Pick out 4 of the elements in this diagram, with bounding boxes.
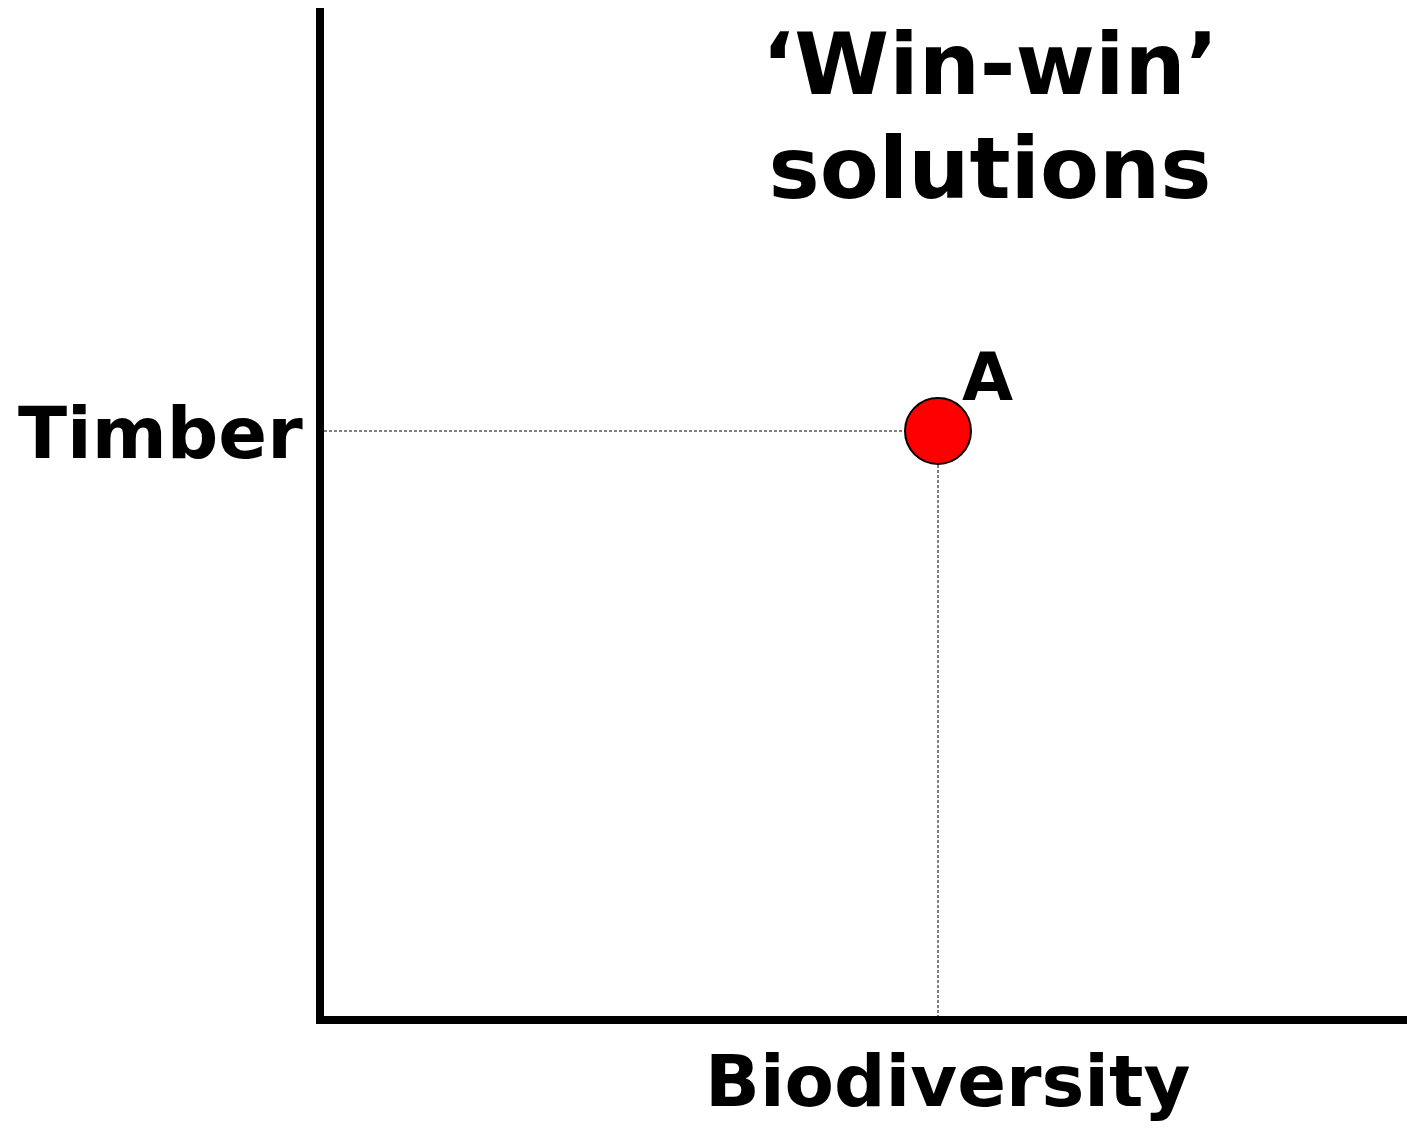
chart-title: ‘Win-win’ solutions — [760, 13, 1220, 220]
axis-label: Timber — [18, 392, 303, 475]
axis-label: Biodiversity — [705, 1040, 1191, 1123]
point-label: A — [962, 340, 1014, 416]
